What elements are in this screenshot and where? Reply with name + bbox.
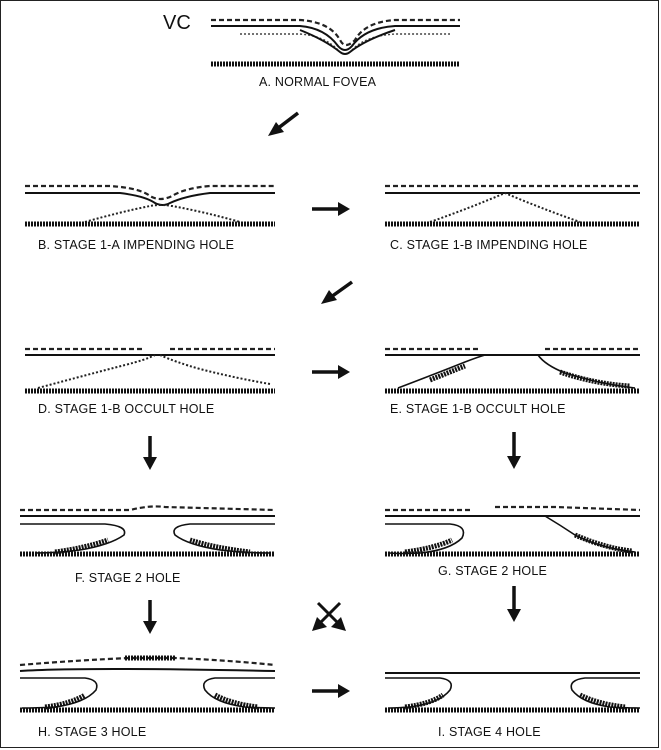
panel-h-right-edge-thick — [213, 692, 259, 710]
panel-h-label: H. STAGE 3 HOLE — [38, 725, 146, 739]
panel-h-right-edge — [202, 677, 276, 709]
panel-a-retina-surface — [211, 25, 460, 51]
arrow-d-to-e — [312, 365, 350, 379]
arrow-h-to-i — [312, 684, 350, 698]
vitreous-cortex-label: VC — [163, 12, 191, 34]
panel-d-label: D. STAGE 1-B OCCULT HOLE — [38, 402, 214, 416]
panel-c-label: C. STAGE 1-B IMPENDING HOLE — [390, 238, 588, 252]
panel-a-retina-layer — [240, 33, 450, 51]
panel-e-left-edge-thick — [429, 363, 466, 383]
panel-b-retina-surface — [25, 192, 275, 206]
panel-c-stage-1b: C. STAGE 1-B IMPENDING HOLE — [385, 184, 640, 252]
arrow-d-to-f — [143, 436, 157, 470]
panel-f-vitreous-cortex — [20, 505, 276, 512]
panel-g-label: G. STAGE 2 HOLE — [438, 564, 547, 578]
panel-e-left-edge — [397, 354, 486, 389]
arrow-f-to-h — [143, 600, 157, 634]
panel-e-right-edge-thick — [559, 369, 631, 389]
panel-i-stage-4: I. STAGE 4 HOLE — [385, 672, 641, 739]
panel-b-vitreous-cortex — [25, 184, 275, 201]
panel-h-left-edge — [20, 677, 98, 709]
panel-i-label: I. STAGE 4 HOLE — [438, 725, 541, 739]
panel-c-foveal-detachment — [429, 191, 581, 223]
panel-a-label: A. NORMAL FOVEA — [259, 75, 377, 89]
crossed-arrows — [312, 601, 346, 631]
panel-g-right-edge-thick — [574, 532, 633, 554]
panel-f-stage-2: F. STAGE 2 HOLE — [20, 505, 276, 585]
panel-b-foveal-detachment — [84, 204, 241, 223]
panel-f-left-edge-thick — [54, 537, 109, 555]
arrow-g-to-i — [507, 586, 521, 622]
panel-b-label: B. STAGE 1-A IMPENDING HOLE — [38, 238, 234, 252]
panel-a-normal-fovea: VC A. NORMAL FOVEA — [163, 12, 460, 89]
arrow-c-to-d — [321, 280, 354, 304]
panel-i-right-edge-thick — [578, 692, 626, 710]
panel-g-vitreous-cortex — [385, 505, 641, 512]
panel-h-retina-surface — [19, 668, 276, 672]
panel-a-foveal-pit — [299, 29, 396, 55]
arrow-a-to-b — [268, 111, 300, 136]
panel-h-stage-3: H. STAGE 3 HOLE — [19, 655, 276, 739]
panel-g-stage-2: G. STAGE 2 HOLE — [385, 505, 641, 578]
panel-f-right-edge — [173, 523, 275, 554]
panel-f-label: F. STAGE 2 HOLE — [75, 571, 181, 585]
panel-a-vitreous-cortex — [211, 18, 460, 47]
panel-d-left-layer — [37, 354, 156, 389]
panel-h-left-edge-thick — [44, 692, 87, 710]
panel-e-occult-hole: E. STAGE 1-B OCCULT HOLE — [385, 347, 640, 416]
panel-d-occult-hole: D. STAGE 1-B OCCULT HOLE — [25, 347, 275, 416]
panel-f-right-edge-thick — [189, 537, 251, 555]
panel-g-left-edge-thick — [404, 537, 454, 555]
arrow-e-to-g — [507, 432, 521, 469]
panel-e-label: E. STAGE 1-B OCCULT HOLE — [390, 402, 566, 416]
arrow-b-to-c — [312, 202, 350, 216]
panel-g-right-edge — [544, 515, 636, 553]
panel-b-stage-1a: B. STAGE 1-A IMPENDING HOLE — [25, 184, 275, 252]
panel-i-left-edge-thick — [404, 692, 445, 710]
panel-f-left-edge — [20, 523, 126, 554]
panel-d-right-layer — [159, 354, 271, 385]
